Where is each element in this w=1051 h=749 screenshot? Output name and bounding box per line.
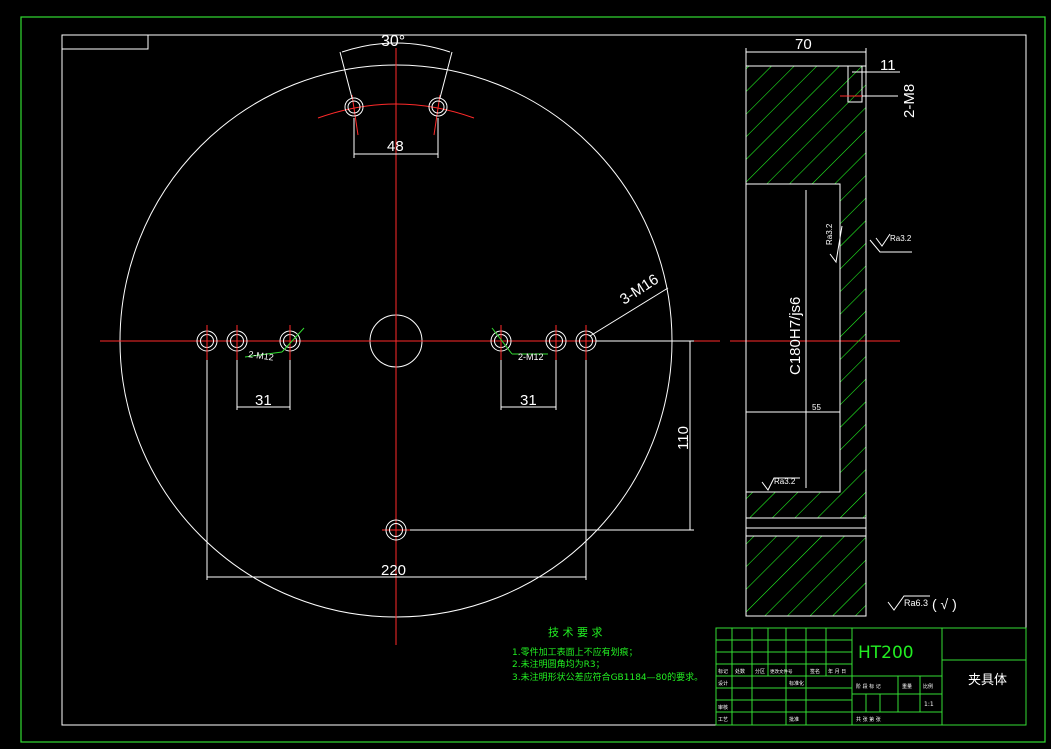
hatch-right — [840, 184, 866, 492]
dim70-label: 70 — [795, 36, 812, 53]
technical-notes: 技 术 要 求 1.零件加工表面上不应有划痕； 2.未注明圆角均为R3； 3.未… — [512, 626, 703, 683]
roughness-inner-top: Ra3.2 — [825, 223, 834, 245]
top-hole-right-inner — [431, 100, 445, 114]
tb-label-stage: 阶 段 标 记 — [856, 683, 881, 690]
roughness-general-suffix: ( √ ) — [932, 596, 957, 612]
top-bolt-arc — [317, 103, 475, 119]
tb-label-craft: 工艺 — [718, 717, 728, 723]
tb-label-signature: 签名 — [810, 668, 820, 675]
inner-frame — [61, 34, 1027, 726]
notes-line-2: 2.未注明圆角均为R3； — [512, 658, 605, 670]
right-thread-label: 2-M12 — [518, 352, 544, 362]
m8-label: 2-M8 — [901, 84, 918, 118]
hatch-bottom — [746, 536, 866, 616]
tb-label-standardize: 标准化 — [789, 680, 804, 687]
m16-label: 3-M16 — [617, 271, 662, 308]
tb-label-change: 更改文件号 — [770, 668, 793, 675]
tb-label-approve: 批准 — [789, 716, 799, 723]
tb-label-design: 设计 — [718, 680, 728, 687]
bore-outline — [746, 183, 841, 493]
roughness-outer-symbol — [869, 239, 912, 253]
right-thread-leader — [491, 327, 513, 355]
roughness-inner-top-symbol — [829, 225, 843, 264]
roughness-outer-check — [875, 233, 891, 247]
bottom-hole-inner — [389, 523, 403, 537]
tb-label-sheet: 共 张 第 张 — [856, 716, 881, 723]
outer-frame — [20, 16, 1046, 743]
left-thread-leader — [281, 327, 305, 353]
tapped-hole — [847, 65, 863, 103]
notes-title: 技 术 要 求 — [548, 626, 603, 639]
tb-part-name: 夹具体 — [968, 673, 1007, 688]
tb-label-date: 年 月 日 — [828, 668, 846, 675]
front-view: 30° 48 2-M12 31 2-M1 — [100, 33, 720, 645]
angle-ext-right — [439, 51, 453, 99]
tb-scale-value: 1:1 — [924, 701, 934, 708]
roughness-inner-bottom: Ra3.2 — [774, 477, 796, 486]
angle-label: 30° — [381, 33, 405, 50]
bottom-hole — [385, 519, 407, 541]
tb-label-review: 审核 — [718, 704, 728, 711]
angle-ext-left — [339, 51, 353, 99]
title-block: HT200 夹具体 标记 处数 分区 更改文件号 签名 年 月 日 设计 标准化… — [715, 627, 1027, 726]
top-hole-axis-right — [433, 94, 441, 136]
top-hole-left — [344, 97, 364, 117]
tb-label-scale: 比例 — [923, 683, 933, 690]
roughness-general-symbol — [887, 595, 930, 611]
m16-leader — [589, 287, 669, 337]
top-hole-left-inner — [347, 100, 361, 114]
section-view: 70 11 2-M8 C180H7/js6 55 Ra3.2 Ra3.2 Ra3… — [730, 36, 957, 617]
section-outline — [745, 65, 867, 617]
roughness-general: Ra6.3 — [904, 598, 928, 608]
tb-material: HT200 — [858, 643, 914, 663]
bore-fit-label: C180H7/js6 — [787, 297, 804, 375]
dim11-label: 11 — [880, 57, 896, 74]
notes-line-1: 1.零件加工表面上不应有划痕； — [512, 646, 638, 658]
dim31-right-label: 31 — [520, 392, 537, 409]
dim110-label: 110 — [675, 426, 692, 450]
roughness-outer: Ra3.2 — [890, 234, 912, 243]
dim55-label: 55 — [812, 403, 821, 412]
dim220-label: 220 — [381, 562, 406, 579]
roughness-inner-bottom-symbol — [761, 477, 800, 491]
tb-label-weight: 重量 — [902, 683, 912, 690]
dim31-left-label: 31 — [255, 392, 272, 409]
corner-tab — [61, 34, 149, 50]
tb-label-mark: 标记 — [718, 668, 728, 675]
left-thread-shelf — [244, 351, 283, 358]
tb-label-zone: 分区 — [755, 668, 765, 675]
dim48-label: 48 — [387, 138, 404, 155]
angle-arc — [341, 42, 451, 53]
hatch-lower-band — [746, 492, 866, 518]
tb-label-count: 处数 — [735, 668, 745, 675]
left-thread-label: 2-M12 — [248, 349, 275, 362]
notes-line-3: 3.未注明形状公差应符合GB1184—80的要求。 — [512, 671, 703, 683]
hatch-top — [746, 66, 866, 184]
top-hole-axis-left — [351, 94, 359, 136]
top-hole-right — [428, 97, 448, 117]
